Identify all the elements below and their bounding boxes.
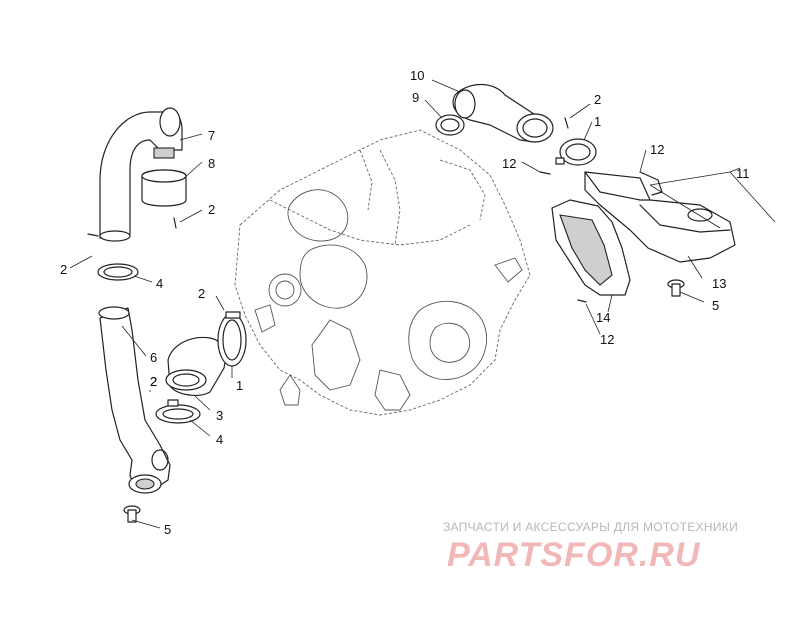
callout-3: 3 [216, 408, 223, 423]
watermark: ЗАПЧАСТИ И АКСЕССУАРЫ ДЛЯ МОТОТЕХНИКИ PA… [443, 520, 738, 575]
callout-13: 13 [712, 276, 726, 291]
callout-4-upper: 4 [156, 276, 163, 291]
clamp-8 [141, 169, 187, 207]
clamp-1-left [217, 311, 247, 367]
callout-12-c: 12 [600, 332, 614, 347]
callout-10: 10 [410, 68, 424, 83]
clamp-1-right [555, 138, 597, 166]
clamp-4-top [97, 263, 139, 281]
clamp-9 [435, 114, 465, 136]
bracket-12 [639, 171, 663, 196]
callout-1-upper: 1 [594, 114, 601, 129]
screw-small-left-top [87, 217, 177, 237]
callout-4-lower: 4 [216, 432, 223, 447]
callout-2-d: 2 [150, 374, 157, 389]
upper-left-intake-tube [99, 107, 183, 242]
screws-right-top [539, 117, 569, 175]
callout-2-a: 2 [208, 202, 215, 217]
callout-2-b: 2 [60, 262, 67, 277]
intake-boot-10 [452, 83, 554, 143]
callout-12-b: 12 [502, 156, 516, 171]
callout-9: 9 [412, 90, 419, 105]
callout-14: 14 [596, 310, 610, 325]
screw-12-bottom [577, 299, 587, 303]
coupler-3 [165, 336, 226, 396]
callout-6: 6 [150, 350, 157, 365]
watermark-subtitle: ЗАПЧАСТИ И АКСЕССУАРЫ ДЛЯ МОТОТЕХНИКИ [442, 520, 738, 534]
callout-2-c: 2 [198, 286, 205, 301]
clamp-4-lower [155, 399, 201, 424]
callout-11: 11 [736, 166, 750, 181]
airbox-lower-14 [551, 199, 631, 296]
bolt-5-right [667, 279, 685, 297]
callout-8: 8 [208, 156, 215, 171]
bolt-5-bottom [123, 505, 141, 523]
callout-2-e: 2 [594, 92, 601, 107]
engine-outline [234, 129, 531, 416]
callout-7: 7 [208, 128, 215, 143]
callout-labels: 1 1 2 2 2 2 2 2 3 4 4 5 5 6 7 8 9 10 11 … [60, 68, 750, 537]
callout-2-f: 2 [150, 374, 157, 389]
callout-12-a: 12 [650, 142, 664, 157]
callout-1-lower: 1 [236, 378, 243, 393]
long-intake-tube-6 [98, 306, 171, 494]
watermark-logo: PARTSFOR.RU [446, 536, 701, 574]
callout-5-right: 5 [712, 298, 719, 313]
callout-5-lower: 5 [164, 522, 171, 537]
leader-lines [69, 79, 776, 529]
airbox-11 [584, 171, 736, 263]
